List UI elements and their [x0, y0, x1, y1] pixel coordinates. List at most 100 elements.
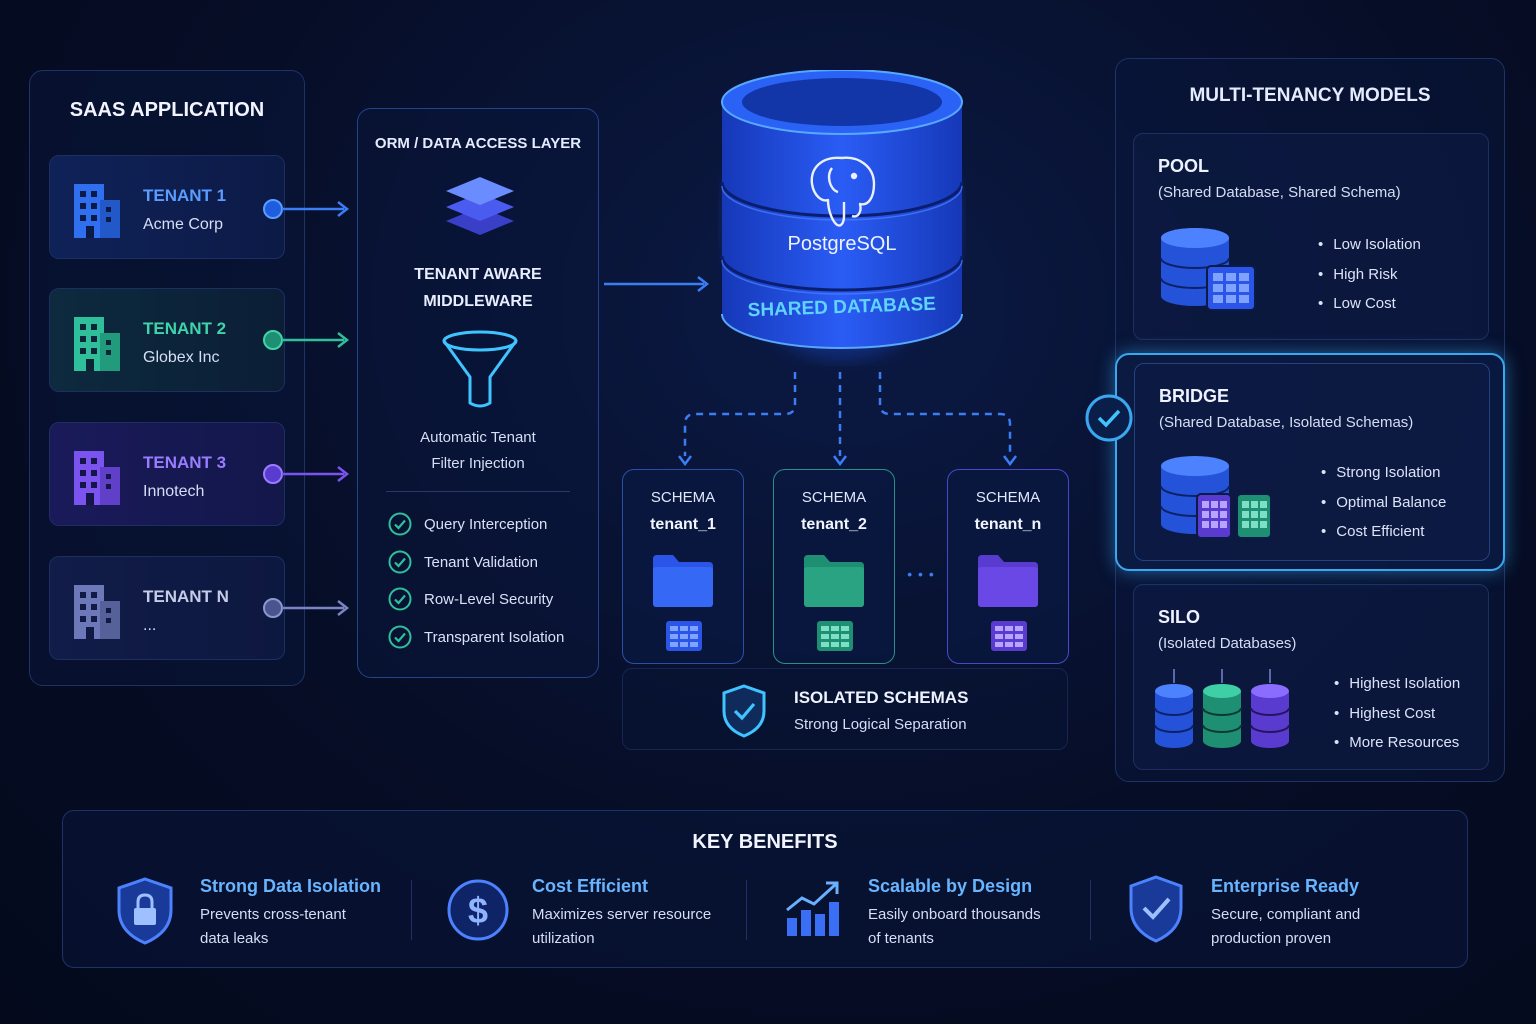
schema-ellipsis: • • •: [907, 566, 935, 582]
filter-line-2: Filter Injection: [431, 455, 525, 472]
orm-title: ORM / DATA ACCESS LAYER: [374, 135, 582, 152]
isolated-schemas-box: ISOLATED SCHEMAS Strong Logical Separati…: [622, 668, 1068, 750]
connector-tenant-2: [263, 330, 350, 350]
database-schemas-icon: [1160, 456, 1272, 539]
benefit-title: Cost Efficient: [532, 876, 649, 896]
benefit-title: Scalable by Design: [868, 876, 1033, 896]
benefit-separator: [411, 880, 412, 940]
schema-name: tenant_2: [801, 516, 867, 533]
model-point: More Resources: [1334, 728, 1460, 758]
tenant-company: Globex Inc: [143, 349, 220, 366]
model-description: (Isolated Databases): [1158, 635, 1297, 652]
check-item: Query Interception: [388, 511, 547, 537]
check-label: Query Interception: [424, 515, 548, 533]
model-card-pool[interactable]: POOL (Shared Database, Shared Schema) Lo…: [1133, 133, 1489, 340]
benefit-description: Secure, compliant and production proven: [1211, 903, 1360, 951]
benefit-separator: [1090, 880, 1091, 940]
schema-label: SCHEMA: [975, 489, 1041, 506]
database-table-icon: [1160, 228, 1256, 311]
benefit-title: Strong Data Isolation: [200, 876, 382, 896]
model-name: SILO: [1158, 607, 1201, 627]
schema-label: SCHEMA: [650, 489, 716, 506]
benefit-line-2: utilization: [532, 930, 595, 947]
isolated-subtitle: Strong Logical Separation: [794, 716, 967, 733]
check-circle-icon: [388, 550, 412, 574]
orm-divider: [386, 491, 570, 492]
models-title: MULTI-TENANCY MODELS: [1189, 85, 1431, 106]
model-card-silo[interactable]: SILO (Isolated Databases): [1133, 584, 1489, 770]
tenant-connectors: [263, 199, 350, 618]
postgresql-elephant-icon: [810, 156, 876, 227]
saas-application-panel: SAAS APPLICATION TENANT 1 Acme Corp TENA…: [29, 70, 305, 686]
schema-name: tenant_n: [974, 516, 1042, 533]
selected-check-icon: [1085, 394, 1133, 442]
bridge-points: Strong Isolation Optimal Balance Cost Ef…: [1321, 458, 1446, 547]
building-icon: [74, 585, 120, 639]
tenant-name: TENANT 1: [143, 186, 227, 205]
tenant-card-1[interactable]: TENANT 1 Acme Corp: [49, 155, 285, 259]
filter-injection-label: Automatic Tenant Filter Injection: [358, 425, 598, 477]
model-point: Optimal Balance: [1321, 488, 1446, 518]
orm-data-access-panel: ORM / DATA ACCESS LAYER TENANT AWARE MID…: [357, 108, 599, 678]
schema-card-tenant-1[interactable]: SCHEMA tenant_1: [622, 469, 744, 664]
folder-icon: [978, 555, 1038, 607]
benefit-line-2: production proven: [1211, 930, 1332, 947]
table-grid-icon: [817, 621, 853, 651]
model-point: Low Isolation: [1318, 230, 1421, 260]
middleware-label: TENANT AWARE MIDDLEWARE: [358, 261, 598, 315]
model-card-bridge: BRIDGE (Shared Database, Isolated Schema…: [1134, 363, 1490, 561]
model-name: POOL: [1158, 156, 1210, 176]
tenant-card-n[interactable]: TENANT N ...: [49, 556, 285, 660]
check-item: Row-Level Security: [388, 586, 553, 612]
schema-card-tenant-n[interactable]: SCHEMA tenant_n: [947, 469, 1069, 664]
pool-points: Low Isolation High Risk Low Cost: [1318, 230, 1421, 319]
model-name: BRIDGE: [1159, 386, 1230, 406]
model-description: (Shared Database, Isolated Schemas): [1159, 414, 1414, 431]
model-point: Highest Cost: [1334, 699, 1460, 729]
schema-label: SCHEMA: [801, 489, 867, 506]
check-label: Row-Level Security: [424, 590, 554, 608]
check-circle-icon: [388, 625, 412, 649]
saas-title: SAAS APPLICATION: [69, 99, 265, 121]
db-engine-label: PostgreSQL: [788, 233, 897, 255]
benefit-line-1: Secure, compliant and: [1211, 906, 1361, 923]
building-icon: [74, 317, 120, 371]
folder-icon: [804, 555, 864, 607]
filter-line-1: Automatic Tenant: [420, 429, 536, 446]
shared-database-cylinder: PostgreSQL SHARED DATABASE: [720, 70, 964, 360]
connector-tenant-3: [263, 464, 350, 484]
middleware-line-1: TENANT AWARE: [414, 266, 542, 283]
benefit-description: Prevents cross-tenant data leaks: [200, 903, 346, 951]
tenant-company: Acme Corp: [143, 216, 224, 233]
check-item: Transparent Isolation: [388, 624, 564, 650]
check-item: Tenant Validation: [388, 549, 538, 575]
benefit-line-1: Prevents cross-tenant: [200, 906, 346, 923]
benefit-separator: [746, 880, 747, 940]
growth-chart-icon: [786, 881, 839, 936]
tenant-card-3[interactable]: TENANT 3 Innotech: [49, 422, 285, 526]
tenant-card-2[interactable]: TENANT 2 Globex Inc: [49, 288, 285, 392]
shield-check-icon: [722, 684, 766, 738]
model-description: (Shared Database, Shared Schema): [1158, 184, 1401, 201]
benefit-line-1: Maximizes server resource: [532, 906, 712, 923]
table-grid-icon: [991, 621, 1027, 651]
tenant-name: TENANT N: [143, 587, 229, 606]
isolated-title: ISOLATED SCHEMAS: [794, 688, 969, 707]
model-card-bridge-selected[interactable]: BRIDGE (Shared Database, Isolated Schema…: [1115, 353, 1505, 571]
benefit-line-1: Easily onboard thousands: [868, 906, 1041, 923]
model-point: Strong Isolation: [1321, 458, 1446, 488]
shield-check-icon: [1129, 875, 1183, 943]
connector-tenant-n: [263, 598, 350, 618]
filter-funnel-icon: [442, 330, 518, 408]
building-icon: [74, 451, 120, 505]
db-to-schema-connectors: [678, 372, 1017, 467]
benefit-description: Maximizes server resource utilization: [532, 903, 711, 951]
model-point: Low Cost: [1318, 289, 1421, 319]
benefit-line-2: data leaks: [200, 930, 269, 947]
tenant-name: TENANT 3: [143, 453, 227, 472]
schema-card-tenant-2[interactable]: SCHEMA tenant_2: [773, 469, 895, 664]
tenant-name: TENANT 2: [143, 319, 227, 338]
benefit-title: Enterprise Ready: [1211, 876, 1360, 896]
svg-text:$: $: [468, 890, 488, 931]
folder-icon: [653, 555, 713, 607]
